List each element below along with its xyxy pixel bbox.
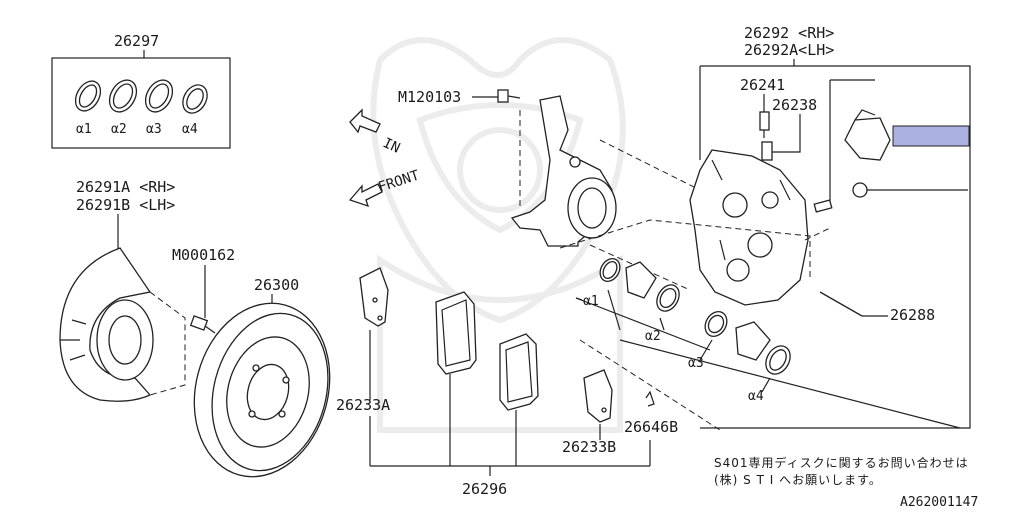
note-line-2: (株) S T I へお願いします。 — [714, 472, 882, 487]
label-26291b: 26291B <LH> — [76, 196, 175, 214]
label-26233b: 26233B — [562, 438, 616, 456]
diagram-id: A262001147 — [900, 495, 978, 510]
caliper-assembly-26292[interactable]: 26292 <RH> 26292A<LH> — [689, 24, 971, 429]
label-m000162: M000162 — [172, 246, 235, 264]
steering-knuckle — [510, 95, 721, 291]
clip-26646b[interactable]: 26646B — [624, 390, 678, 466]
label-piston-a4: α4 — [748, 389, 764, 404]
bleeder-cap-26238[interactable]: 26238 — [761, 96, 817, 161]
note-line-1: S401専用ディスクに関するお問い合わせは — [714, 455, 969, 470]
label-piston-a3: α3 — [688, 356, 704, 371]
assembly-guides — [559, 219, 961, 431]
label-26288: 26288 — [890, 306, 935, 324]
shim-26233b[interactable]: 26233B — [562, 369, 616, 456]
note-text: S401専用ディスクに関するお問い合わせは (株) S T I へお願いします。 — [714, 455, 969, 487]
piston-seals-group[interactable]: α1 α2 α3 α4 — [575, 255, 795, 404]
highlighted-part[interactable] — [813, 79, 970, 213]
label-26241: 26241 — [740, 76, 785, 94]
label-26238: 26238 — [772, 96, 817, 114]
seal-kit-26297[interactable]: 26297 α1 α2 α3 α4 — [51, 32, 231, 149]
brake-pad-inner[interactable] — [499, 333, 539, 466]
watermark-emblem — [370, 37, 626, 433]
label-26300: 26300 — [254, 276, 299, 294]
label-26291a: 26291A <RH> — [76, 178, 175, 196]
label-seal-a4: α4 — [182, 122, 198, 137]
label-26292a: 26292A<LH> — [744, 41, 834, 59]
label-26297: 26297 — [114, 32, 159, 50]
shim-26233a[interactable]: 26233A — [336, 267, 390, 466]
label-in: IN — [380, 135, 402, 157]
bolt-m000162[interactable]: M000162 — [172, 246, 235, 334]
bolt-m120103[interactable]: M120103 — [398, 88, 521, 106]
label-26646b: 26646B — [624, 418, 678, 436]
highlight-box[interactable] — [892, 125, 970, 147]
front-direction-arrow: FRONT — [348, 167, 422, 208]
pad-kit-26296[interactable]: 26296 — [370, 465, 650, 498]
label-26233a: 26233A — [336, 396, 390, 414]
label-piston-a2: α2 — [645, 329, 661, 344]
in-direction-arrow: IN — [349, 108, 402, 157]
pad-pin-26288[interactable]: 26288 — [819, 291, 935, 324]
label-seal-a2: α2 — [111, 122, 127, 137]
label-seal-a3: α3 — [146, 122, 162, 137]
backing-plate-26291[interactable]: 26291A <RH> 26291B <LH> — [59, 178, 186, 402]
bleeder-screw-26241[interactable]: 26241 — [740, 76, 785, 138]
label-piston-a1: α1 — [583, 294, 599, 309]
rotor-26300[interactable]: 26300 — [175, 276, 348, 492]
label-26292: 26292 <RH> — [744, 24, 834, 42]
brake-pad-outer[interactable] — [435, 291, 477, 466]
label-26296: 26296 — [462, 480, 507, 498]
label-seal-a1: α1 — [76, 122, 92, 137]
label-m120103: M120103 — [398, 88, 461, 106]
